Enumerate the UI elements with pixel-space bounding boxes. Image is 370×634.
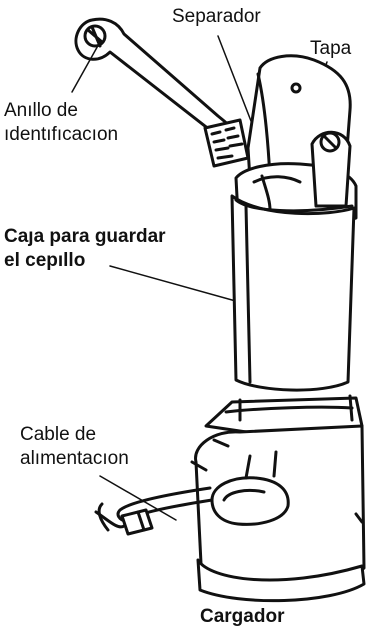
charger-label: Cargador [200, 606, 285, 627]
case-label-line2: el cepıllo [4, 250, 86, 271]
case-body [230, 194, 356, 392]
lid-label: Tapa [310, 38, 352, 59]
id-ring-label-line1: Anıllo de [4, 100, 78, 121]
case-label-line1: Caȷa para guardar [4, 226, 166, 247]
id-ring-label-line2: ıdentıfıcacıon [4, 124, 119, 145]
cable-label-line2: alımentacıon [20, 448, 129, 469]
power-cable [94, 486, 214, 536]
separator-label: Separador [172, 6, 261, 27]
cable-label-line1: Cable de [20, 424, 97, 445]
toothbrush-icon [74, 17, 250, 168]
charger-base [190, 394, 366, 603]
